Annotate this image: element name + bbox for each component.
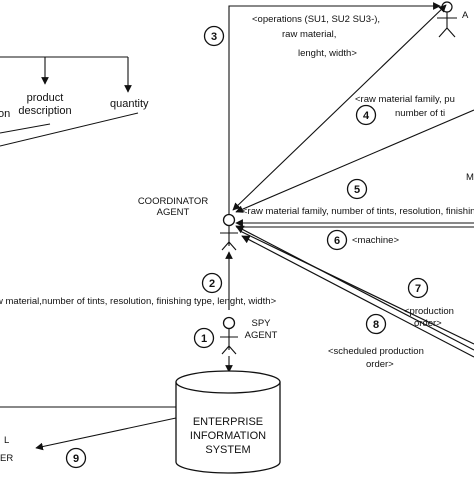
label-bottom-left-l: L	[4, 435, 9, 446]
flow-output: L ER 9	[0, 406, 177, 469]
coordinator-title-1: COORDINATOR	[138, 196, 209, 207]
spy-agent: SPY AGENT 1	[193, 316, 278, 373]
eis-title-2: INFORMATION	[190, 430, 266, 442]
label-raw-family-top-2: number of ti	[395, 108, 445, 119]
step-4-number: 4	[363, 110, 370, 122]
label-raw-family-top-1: <raw material family, pu	[355, 94, 455, 105]
label-bottom-left-er: ER	[0, 453, 13, 464]
label-operations-1: <operations (SU1, SU2 SU3-),	[252, 14, 380, 25]
label-right-cut-m: M	[466, 172, 474, 183]
eis-title-1: ENTERPRISE	[193, 416, 263, 428]
step-4-badge	[355, 104, 377, 126]
label-machine: <machine>	[352, 235, 399, 246]
flow-production-order: 7 <production order> 8 <scheduled produc…	[235, 225, 474, 370]
coordinator-title-2: AGENT	[157, 207, 190, 218]
flow-raw-family-long: 5 <raw material family, number of tints,…	[235, 178, 474, 227]
step-1-number: 1	[201, 333, 207, 345]
product-tree: on product description quantity	[0, 56, 149, 147]
step-3-number: 3	[211, 31, 217, 43]
flow-raw-material: 2 w material,number of tints, resolution…	[0, 251, 277, 310]
label-right-cut-a: A	[462, 10, 469, 21]
label-scheduled-1: <scheduled production	[328, 346, 424, 357]
step-3-badge	[203, 25, 225, 47]
step-9-badge	[65, 447, 87, 469]
label-operations-3: lenght, width>	[298, 48, 357, 59]
coordinator-head	[222, 213, 236, 227]
label-product: product	[27, 92, 64, 104]
label-raw-material-long: w material,number of tints, resolution, …	[0, 296, 277, 307]
flow-raw-family-top: <raw material family, pu number of ti 4 …	[232, 4, 474, 213]
user-actor: A	[437, 1, 469, 38]
database-top	[175, 370, 281, 394]
step-7-badge	[407, 277, 429, 299]
step-2-number: 2	[209, 278, 215, 290]
label-production-1: <production	[404, 306, 454, 317]
label-quantity: quantity	[110, 98, 149, 110]
label-raw-family-long: <raw material family, number of tints, r…	[242, 206, 474, 217]
flow-machine: 6 <machine>	[236, 226, 474, 251]
step-6-badge	[326, 229, 348, 251]
eis-title-3: SYSTEM	[205, 444, 250, 456]
label-operations-2: raw material,	[282, 29, 336, 40]
enterprise-information-system: ENTERPRISE INFORMATION SYSTEM	[175, 370, 281, 474]
step-2-badge	[201, 272, 223, 294]
spy-title-2: AGENT	[245, 330, 278, 341]
step-8-number: 8	[373, 319, 379, 331]
spy-head	[222, 316, 236, 330]
label-scheduled-2: order>	[366, 359, 394, 370]
spy-title-1: SPY	[251, 318, 271, 329]
step-9-number: 9	[73, 453, 79, 465]
coordinator-agent: COORDINATOR AGENT	[138, 196, 238, 251]
step-1-badge	[193, 327, 215, 349]
step-6-number: 6	[334, 235, 340, 247]
step-5-number: 5	[354, 184, 360, 196]
label-left-cut: on	[0, 108, 10, 120]
step-7-number: 7	[415, 283, 421, 295]
step-8-badge	[365, 313, 387, 335]
step-5-badge	[346, 178, 368, 200]
label-production-2: order>	[414, 318, 442, 329]
label-description: description	[18, 105, 71, 117]
